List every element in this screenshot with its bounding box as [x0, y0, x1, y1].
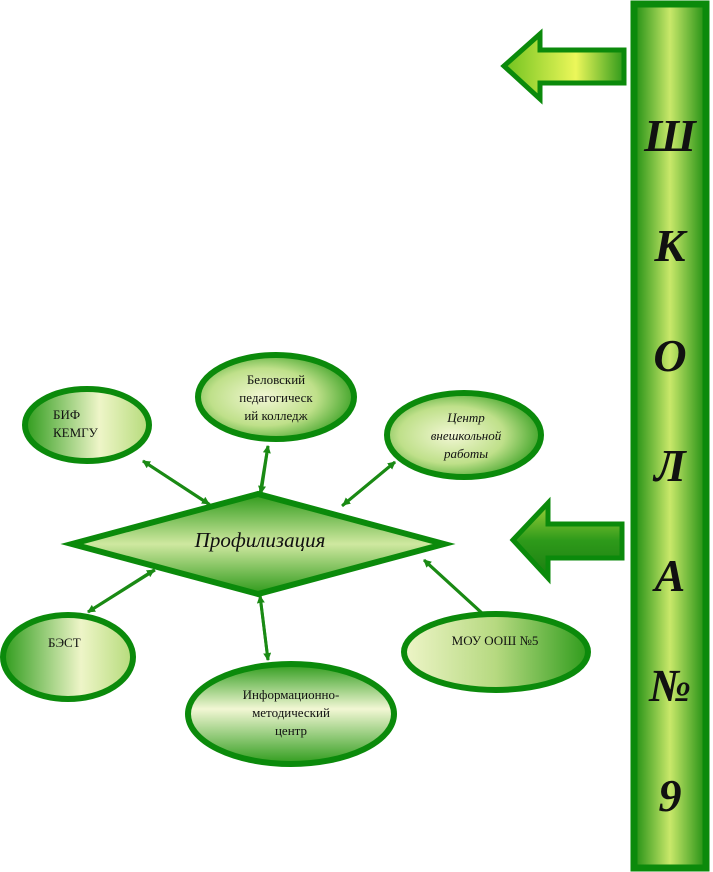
school-letter-2: К: [654, 220, 686, 271]
school-letter-5: А: [654, 550, 686, 601]
school-bar: [630, 0, 710, 872]
arrow-top-icon: [500, 28, 627, 105]
arrow-middle-icon: [509, 496, 625, 585]
node-moo-shape: [401, 611, 591, 693]
node-bif-label: БИФ КЕМГУ: [53, 407, 98, 440]
node-college-shape: [195, 352, 357, 442]
node-imc-label: Информационно- методический центр: [242, 687, 340, 738]
school-letter-1: Ш: [644, 110, 696, 161]
hub-label: Профилизация: [194, 527, 326, 552]
node-imc-shape: [185, 661, 397, 767]
node-center-shape: [384, 390, 544, 480]
node-moo-label: МОУ ООШ №5: [451, 633, 539, 648]
school-letter-7: 9: [658, 770, 682, 821]
connectors: [87, 445, 485, 661]
hub-diamond: [60, 490, 456, 598]
school-letter-4: Л: [654, 440, 686, 491]
node-college-label: Беловский педагогическ ий колледж: [239, 372, 313, 423]
node-bif-shape: [22, 386, 152, 464]
school-letter-6: №: [648, 660, 692, 711]
node-center-label: Центр внешкольной работы: [430, 410, 502, 461]
node-best-shape: [0, 612, 136, 702]
school-letter-3: О: [653, 330, 687, 381]
node-best-label: БЭСТ: [48, 635, 81, 650]
